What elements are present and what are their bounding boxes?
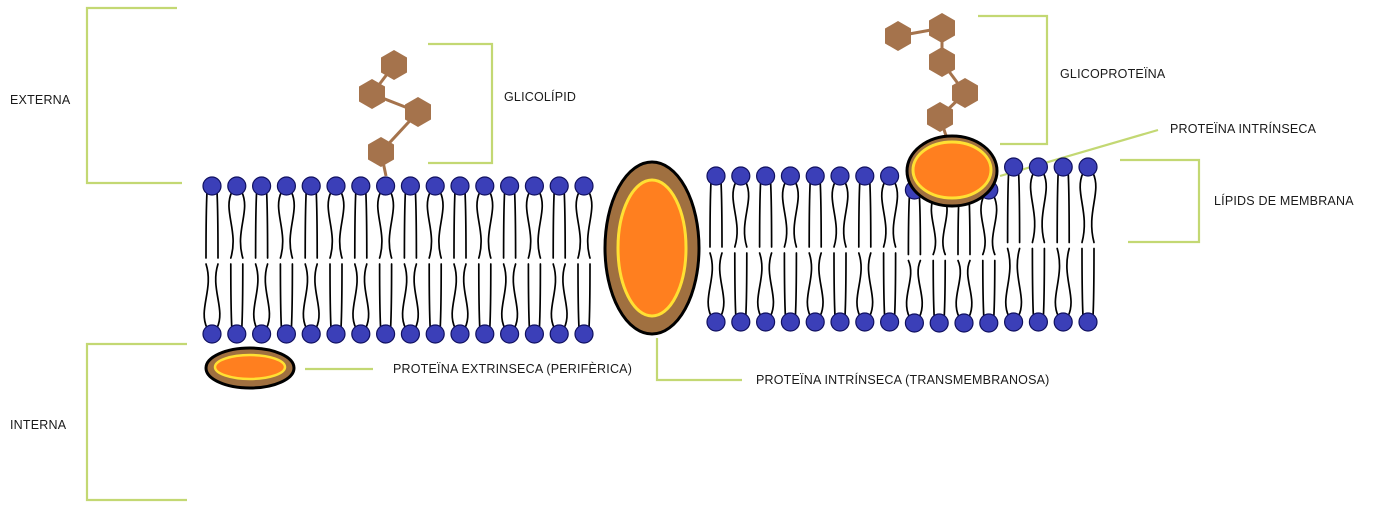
- lipid-head: [881, 167, 899, 185]
- peripheral-protein: [206, 348, 294, 388]
- lipid-head: [575, 177, 593, 195]
- label-proteina-extrinseca: PROTEÏNA EXTRINSECA (PERIFÈRICA): [393, 361, 632, 376]
- lipids-bracket: [1120, 160, 1199, 242]
- lipid-head: [781, 167, 799, 185]
- lipid-head: [476, 325, 494, 343]
- lipid-head: [1079, 158, 1097, 176]
- lipid-head: [253, 325, 271, 343]
- label-glicolipid: GLICOLÍPID: [504, 89, 576, 104]
- lipid-head: [277, 325, 295, 343]
- lipid-head: [930, 314, 948, 332]
- lipid-head: [228, 325, 246, 343]
- lipid-head: [203, 177, 221, 195]
- lipid-head: [575, 325, 593, 343]
- lipid-head: [757, 313, 775, 331]
- glicoproteina-sugar-chain: [885, 13, 978, 142]
- lipid-head: [277, 177, 295, 195]
- lipid-head: [1079, 313, 1097, 331]
- lipid-head: [352, 177, 370, 195]
- interna-bracket: [87, 344, 187, 500]
- lipid-head: [327, 177, 345, 195]
- lipid-head: [1005, 313, 1023, 331]
- lipid-head: [550, 177, 568, 195]
- lipid-head: [1054, 313, 1072, 331]
- lipid-head: [707, 313, 725, 331]
- lipid-head: [302, 177, 320, 195]
- lipid-head: [525, 177, 543, 195]
- lipid-head: [1029, 158, 1047, 176]
- lipid-head: [1029, 313, 1047, 331]
- lipid-head: [732, 167, 750, 185]
- lipid-head: [980, 314, 998, 332]
- lipid-head: [856, 167, 874, 185]
- lipid-head: [426, 177, 444, 195]
- lipid-head: [476, 177, 494, 195]
- lipid-head: [253, 177, 271, 195]
- lipid-head: [856, 313, 874, 331]
- lipid-head: [203, 325, 221, 343]
- glicoproteina-protein: [907, 136, 997, 206]
- label-proteina-intrinseca: PROTEÏNA INTRÍNSECA: [1170, 121, 1317, 136]
- label-interna: INTERNA: [10, 418, 67, 432]
- lipid-head: [831, 313, 849, 331]
- lipid-head: [451, 325, 469, 343]
- lipid-head: [955, 314, 973, 332]
- label-glicoproteina: GLICOPROTEÏNA: [1060, 67, 1166, 81]
- lipid-head: [1005, 158, 1023, 176]
- lipid-head: [806, 313, 824, 331]
- lipid-head: [757, 167, 775, 185]
- lipid-head: [732, 313, 750, 331]
- lipid-head: [377, 177, 395, 195]
- glicolipid-bracket: [428, 44, 492, 163]
- glicolipid-sugar-chain: [359, 50, 431, 176]
- label-externa: EXTERNA: [10, 93, 71, 107]
- lipid-head: [781, 313, 799, 331]
- lipid-head: [881, 313, 899, 331]
- lipid-head: [501, 325, 519, 343]
- lipid-head: [426, 325, 444, 343]
- glicoproteina-bracket: [978, 16, 1047, 144]
- lipid-head: [707, 167, 725, 185]
- lipid-head: [831, 167, 849, 185]
- lipid-head: [501, 177, 519, 195]
- sugar-hexagon: [885, 21, 911, 51]
- lipid-head: [401, 177, 419, 195]
- lipid-head: [302, 325, 320, 343]
- transmembrane-protein: [605, 162, 699, 334]
- lipid-head: [327, 325, 345, 343]
- lipid-head: [550, 325, 568, 343]
- label-lipids-membrana: LÍPIDS DE MEMBRANA: [1214, 193, 1354, 208]
- externa-bracket: [87, 8, 182, 183]
- lipid-head: [352, 325, 370, 343]
- lipid-head: [401, 325, 419, 343]
- label-proteina-transmembranosa: PROTEÏNA INTRÍNSECA (TRANSMEMBRANOSA): [756, 372, 1050, 387]
- lipid-head: [905, 314, 923, 332]
- lipid-head: [451, 177, 469, 195]
- transmembranosa-pointer: [657, 338, 742, 380]
- lipid-head: [525, 325, 543, 343]
- sugar-hexagon: [929, 13, 955, 43]
- lipid-head: [1054, 158, 1072, 176]
- lipid-head: [806, 167, 824, 185]
- lipid-head: [377, 325, 395, 343]
- lipid-head: [228, 177, 246, 195]
